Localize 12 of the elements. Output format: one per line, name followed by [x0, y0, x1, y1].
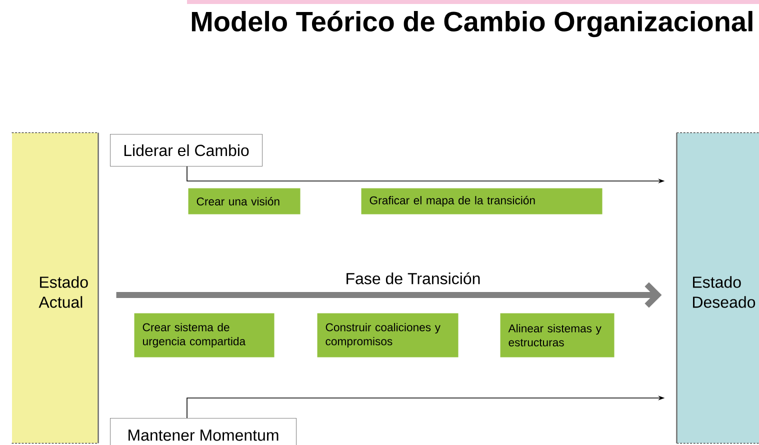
step-box: Alinear sistemas y estructuras: [500, 313, 614, 358]
step-box: Construir coaliciones y compromisos: [317, 313, 458, 358]
title: Modelo Teórico de Cambio Organizacional: [192, 10, 752, 38]
state-panel: Estado Actual: [11, 132, 99, 444]
step-box: Crear una visión: [188, 188, 300, 214]
state-panel: Estado Deseado: [676, 132, 759, 444]
phase-box: Liderar el Cambio: [110, 134, 263, 167]
step-box: Crear sistema de urgencia compartida: [134, 313, 274, 358]
phase-box: Mantener Momentum: [110, 418, 297, 445]
step-box: Graficar el mapa de la transición: [361, 188, 602, 214]
edge-label: Fase de Transición: [346, 272, 480, 284]
transition-arrow: [116, 282, 662, 308]
